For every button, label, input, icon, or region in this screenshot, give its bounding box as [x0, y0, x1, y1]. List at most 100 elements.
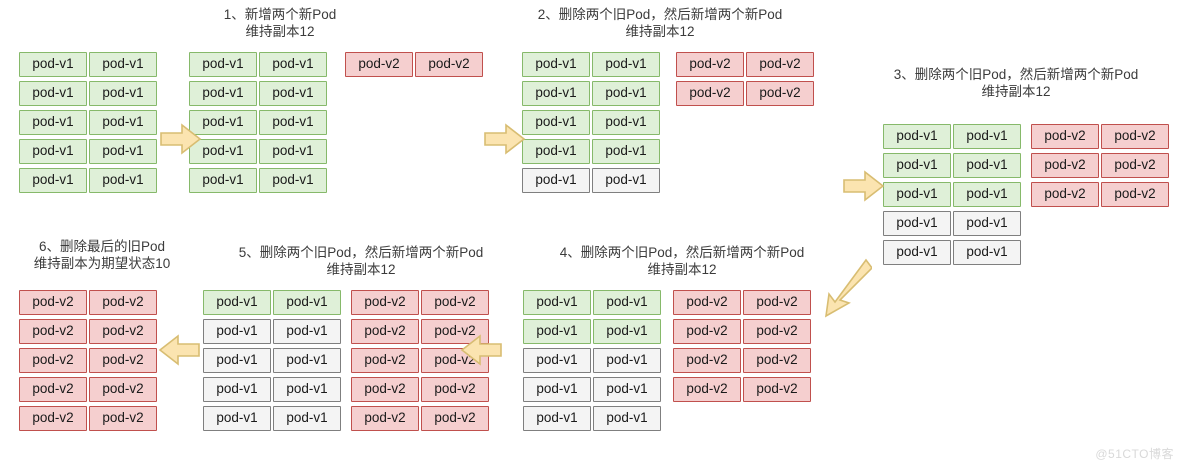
pod-old: pod-v1 [883, 153, 951, 178]
caption-step6-line1: 6、删除最后的旧Pod [38, 239, 166, 254]
pod-new: pod-v2 [89, 406, 157, 431]
pod-old: pod-v1 [259, 81, 327, 106]
pod-new: pod-v2 [351, 290, 419, 315]
pod-new: pod-v2 [1031, 153, 1099, 178]
pod-old: pod-v1 [203, 406, 271, 431]
pod-new: pod-v2 [673, 319, 741, 344]
pod-old: pod-v1 [19, 168, 87, 193]
caption-step6-line2: 维持副本为期望状态10 [33, 256, 171, 271]
caption-step3-line1: 3、删除两个旧Pod，然后新增两个新Pod [893, 67, 1139, 82]
pod-new: pod-v2 [19, 348, 87, 373]
pod-new: pod-v2 [1101, 182, 1169, 207]
caption-step2: 2、删除两个旧Pod，然后新增两个新Pod 维持副本12 [494, 6, 826, 40]
pod-old: pod-v1 [89, 52, 157, 77]
pod-old: pod-v1 [189, 168, 257, 193]
pod-old: pod-v1 [523, 319, 591, 344]
pod-old: pod-v1 [273, 319, 341, 344]
pod-new: pod-v2 [89, 348, 157, 373]
pod-old: pod-v1 [593, 406, 661, 431]
pod-old: pod-v1 [593, 348, 661, 373]
pod-old: pod-v1 [19, 52, 87, 77]
caption-step1-line2: 维持副本12 [245, 24, 315, 39]
pod-old: pod-v1 [189, 81, 257, 106]
pod-new: pod-v2 [676, 52, 744, 77]
pod-new: pod-v2 [1031, 182, 1099, 207]
pod-new: pod-v2 [1101, 124, 1169, 149]
pod-new: pod-v2 [746, 81, 814, 106]
pod-old: pod-v1 [593, 319, 661, 344]
pod-old: pod-v1 [883, 182, 951, 207]
pod-old: pod-v1 [273, 290, 341, 315]
caption-step2-line1: 2、删除两个旧Pod，然后新增两个新Pod [537, 7, 783, 22]
pod-new: pod-v2 [19, 406, 87, 431]
pod-old: pod-v1 [89, 81, 157, 106]
arrow-right-1 [160, 123, 202, 160]
pod-old: pod-v1 [273, 377, 341, 402]
pod-new: pod-v2 [19, 377, 87, 402]
caption-step5: 5、删除两个旧Pod，然后新增两个新Pod 维持副本12 [196, 244, 526, 278]
pod-old: pod-v1 [89, 139, 157, 164]
pod-new: pod-v2 [19, 319, 87, 344]
pod-new: pod-v2 [351, 319, 419, 344]
pod-old: pod-v1 [203, 319, 271, 344]
caption-step5-line1: 5、删除两个旧Pod，然后新增两个新Pod [238, 245, 484, 260]
pod-new: pod-v2 [673, 348, 741, 373]
pod-old: pod-v1 [953, 153, 1021, 178]
pod-old: pod-v1 [189, 52, 257, 77]
pod-old: pod-v1 [523, 406, 591, 431]
pod-old: pod-v1 [203, 348, 271, 373]
pod-new: pod-v2 [676, 81, 744, 106]
pod-new: pod-v2 [89, 290, 157, 315]
pod-new: pod-v2 [421, 406, 489, 431]
pod-new: pod-v2 [1031, 124, 1099, 149]
pod-old: pod-v1 [522, 110, 590, 135]
pod-old: pod-v1 [259, 168, 327, 193]
pod-old: pod-v1 [259, 52, 327, 77]
pod-old: pod-v1 [259, 110, 327, 135]
pod-old: pod-v1 [189, 110, 257, 135]
pod-old: pod-v1 [19, 110, 87, 135]
caption-step3: 3、删除两个旧Pod，然后新增两个新Pod 维持副本12 [850, 66, 1182, 100]
pod-old: pod-v1 [523, 348, 591, 373]
arrow-left-6 [158, 334, 200, 371]
pod-old: pod-v1 [953, 124, 1021, 149]
caption-step2-line2: 维持副本12 [625, 24, 695, 39]
pod-old: pod-v1 [593, 377, 661, 402]
pod-old: pod-v1 [953, 182, 1021, 207]
pod-old: pod-v1 [592, 81, 660, 106]
pod-new: pod-v2 [743, 377, 811, 402]
pod-old: pod-v1 [259, 139, 327, 164]
pod-new: pod-v2 [351, 406, 419, 431]
pod-old: pod-v1 [953, 211, 1021, 236]
